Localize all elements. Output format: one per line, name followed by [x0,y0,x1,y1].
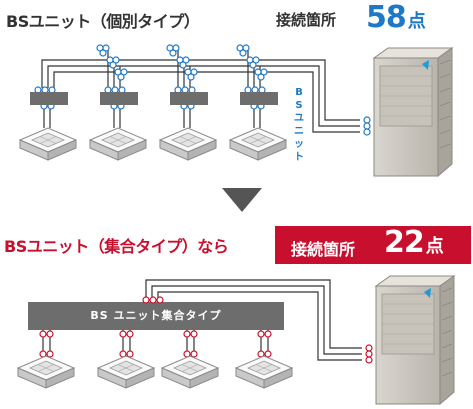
cassette-indoor-unit-icon [161,355,219,389]
down-arrow-icon [222,188,262,212]
bs-unit-2 [100,92,138,105]
bs-unit-vertical-label: B S ユ ニ ッ ト [292,86,306,164]
bs-unit-collective-bar [28,302,284,330]
collective-type-title: BSユニット（集合タイプ）なら [4,237,229,256]
bs-unit-1 [30,92,68,105]
count-unit: 点 [407,11,426,32]
cassette-indoor-unit-icon [235,355,293,389]
indoor-units-bottom [17,355,293,389]
connection-points-label: 接続箇所 [276,11,337,29]
count-value: 58 [366,0,407,35]
bs-unit-4 [240,92,278,105]
bs-unit-3 [170,92,208,105]
cassette-indoor-unit-icon [19,127,77,161]
cassette-indoor-unit-icon [97,355,155,389]
cassette-indoor-unit-icon [17,355,75,389]
top-piping [41,48,360,133]
bs-units-individual [30,92,278,105]
outdoor-unit-icon [375,275,455,405]
individual-type-title: BSユニット（個別タイプ） [6,12,200,31]
bs-label-char: ッ [294,139,304,150]
cassette-indoor-unit-icon [89,127,147,161]
indoor-units-top [19,127,287,161]
bs-label-char: ニ [294,126,304,137]
bs-label-char: ユ [294,113,304,124]
refnet-joints-top [34,44,371,136]
bs-label-char: S [295,100,303,111]
bs-unit-collective-label: BS ユニット集合タイプ [90,309,222,322]
count-value: 22 [384,225,425,260]
connection-points-label: 接続箇所 [291,240,356,259]
bs-label-char: B [295,87,303,98]
outdoor-unit-icon [373,47,453,177]
cassette-indoor-unit-icon [229,127,287,161]
connection-points-bottom [39,296,373,364]
count-unit: 点 [425,236,444,257]
bs-label-char: ト [294,152,304,163]
cassette-indoor-unit-icon [159,127,217,161]
